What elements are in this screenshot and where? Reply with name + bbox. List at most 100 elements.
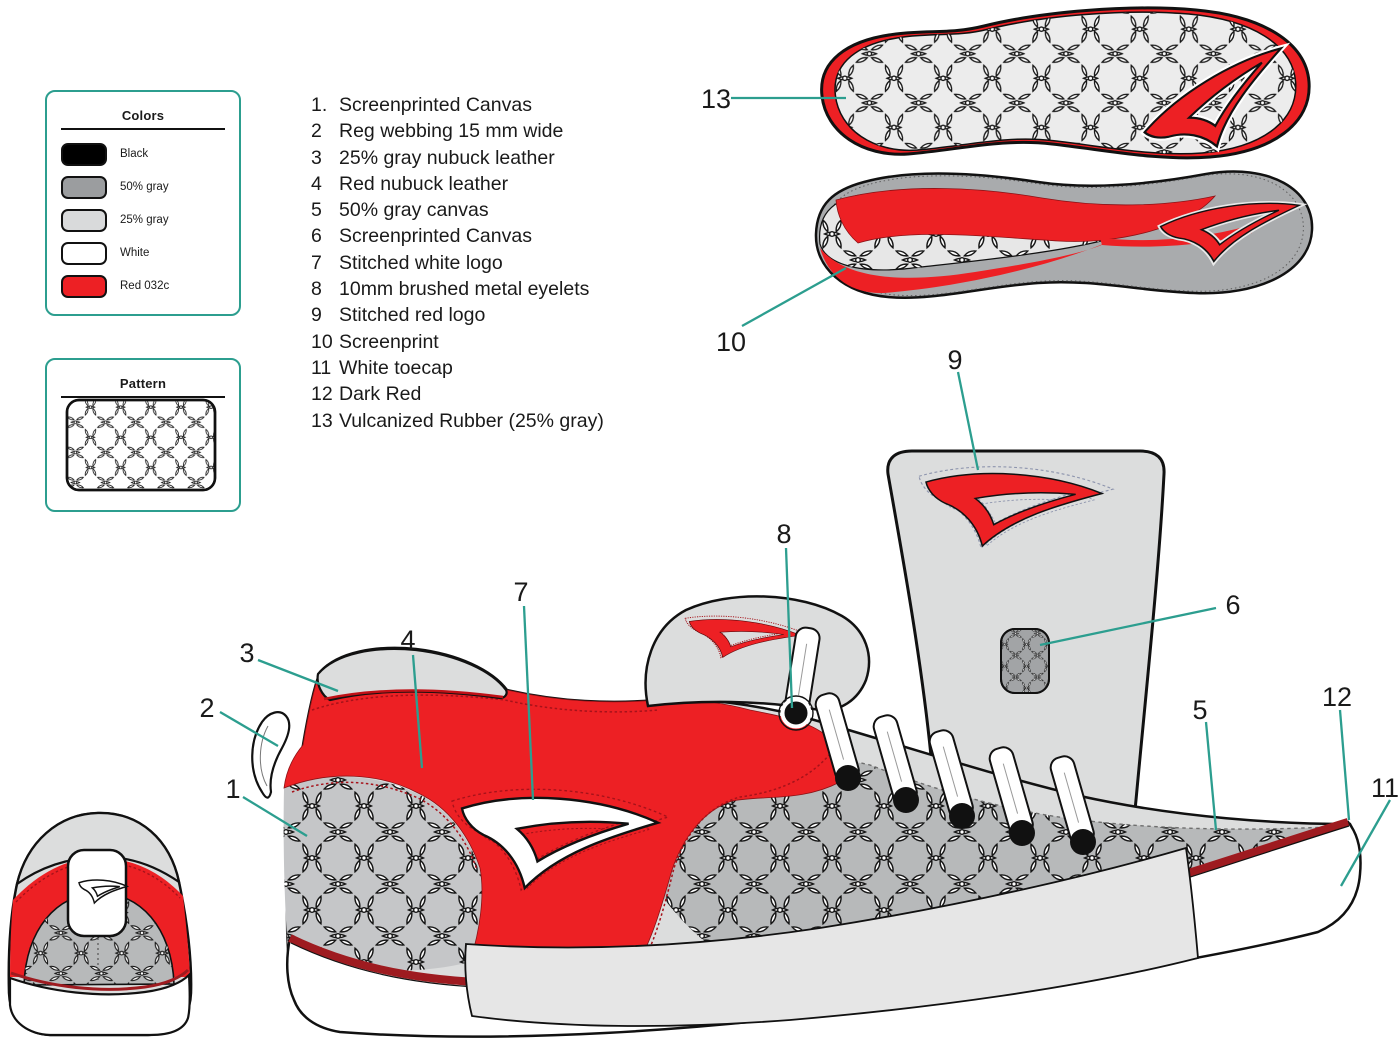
part-number: 1. [311,94,328,116]
callout-label-5: 5 [1192,695,1207,725]
part-number: 7 [311,251,322,274]
color-legend-item: White [61,241,239,265]
leader-line-5 [1204,721,1218,831]
pattern-panel-title: Pattern [119,376,167,391]
part-label: White toecap [339,356,453,379]
part-number: 13 [311,409,333,432]
part-label: 50% gray canvas [339,199,489,222]
part-number: 8 [311,278,322,301]
back-red-panels [10,858,190,977]
leader-line-3 [257,658,339,693]
callout-label-11: 11 [1371,773,1399,803]
color-legend-item: 50% gray [61,175,239,199]
part-number: 10 [311,330,333,353]
side-tongue-logo [682,612,806,664]
color-legend-item: Red 032c [61,274,239,298]
callout-label-1: 1 [225,774,240,804]
part-label: Reg webbing 15 mm wide [339,120,564,143]
color-label: Black [120,148,149,160]
color-label: White [120,247,150,259]
outsole-red-rim [820,6,1311,160]
parts-list-item: 5 50% gray canvas [311,197,604,223]
midsole-gray-insert [464,846,1199,1027]
part-number: 6 [311,225,322,248]
callout-label-9: 9 [947,345,962,375]
callout-label-7: 7 [513,577,528,607]
callout-label-13: 13 [701,84,731,114]
parts-list-item: 4 Red nubuck leather [311,171,604,197]
heel-collar [316,647,508,702]
metal-eyelets [778,695,1096,855]
part-label: 10mm brushed metal eyelets [339,278,590,301]
heel-pattern-patch [283,776,482,971]
insole-base [814,170,1314,299]
pattern-panel-divider [61,396,225,398]
color-label: 50% gray [120,181,169,193]
part-number: 2 [311,120,322,143]
insole-screenprint-top [835,188,1217,244]
leader-line-1 [242,796,308,837]
leader-line-4 [411,654,424,769]
leader-line-9 [956,371,980,471]
quarter-pattern-panel [640,760,1345,975]
callout-label-2: 2 [199,693,214,723]
tongue-body [886,449,1166,970]
outsole-bottom-view [820,6,1311,176]
back-sole [8,972,191,1037]
stitched-white-logo [451,788,669,891]
back-logo-patch [66,848,128,938]
callout-label-10: 10 [716,327,746,357]
callout-label-3: 3 [239,638,254,668]
part-number: 3 [311,146,322,169]
heel-webbing-loop [251,711,291,799]
tongue-component-view [886,449,1166,970]
part-label: Red nubuck leather [339,172,509,195]
color-swatch-black [61,142,107,166]
heel-back-view [7,811,193,1037]
back-collar [15,811,181,887]
color-swatch-white [61,241,107,265]
callout-label-6: 6 [1225,590,1240,620]
insole-view [814,170,1314,299]
back-pattern-area [23,892,175,986]
colors-panel-divider [61,128,225,130]
color-swatch-red-032c [61,274,107,298]
midsole [286,820,1362,1038]
part-label: 25% gray nubuck leather [339,146,555,169]
part-number: 4 [311,172,322,195]
part-number: 5 [311,199,322,222]
color-legend-item: Black [61,142,239,166]
upper-base [285,646,1361,1007]
midsole-dark-red-stripe [288,818,1350,988]
outsole-logo [1141,35,1307,176]
part-number: 12 [311,383,333,406]
parts-list-item: 2 Reg webbing 15 mm wide [311,118,604,144]
color-swatch-25-gray [61,208,107,232]
parts-list-item: 3 25% gray nubuck leather [311,145,604,171]
part-label: Stitched red logo [339,304,486,327]
colors-panel-title: Colors [121,108,165,123]
parts-list-item: 7 Stitched white logo [311,250,604,276]
part-label: Dark Red [339,383,422,406]
color-label: Red 032c [120,280,170,292]
leader-line-2 [219,711,279,747]
outsole-tread-area [834,11,1297,155]
callout-label-4: 4 [400,625,415,655]
parts-list-item: 11 White toecap [311,355,604,381]
parts-list-item: 12 Dark Red [311,381,604,407]
color-legend-item: 25% gray [61,208,239,232]
part-number: 11 [311,356,332,379]
leader-line-10 [741,266,847,328]
insole-screenprint-bottom [820,242,1108,294]
side-view [251,595,1362,1038]
insole-pattern-area [819,193,1106,271]
part-label: Screenprinted Canvas [339,94,532,116]
color-swatch-50-gray [61,175,107,199]
callout-label-12: 12 [1322,682,1352,712]
part-label: Stitched white logo [339,251,503,274]
insole-logo [1159,192,1307,271]
